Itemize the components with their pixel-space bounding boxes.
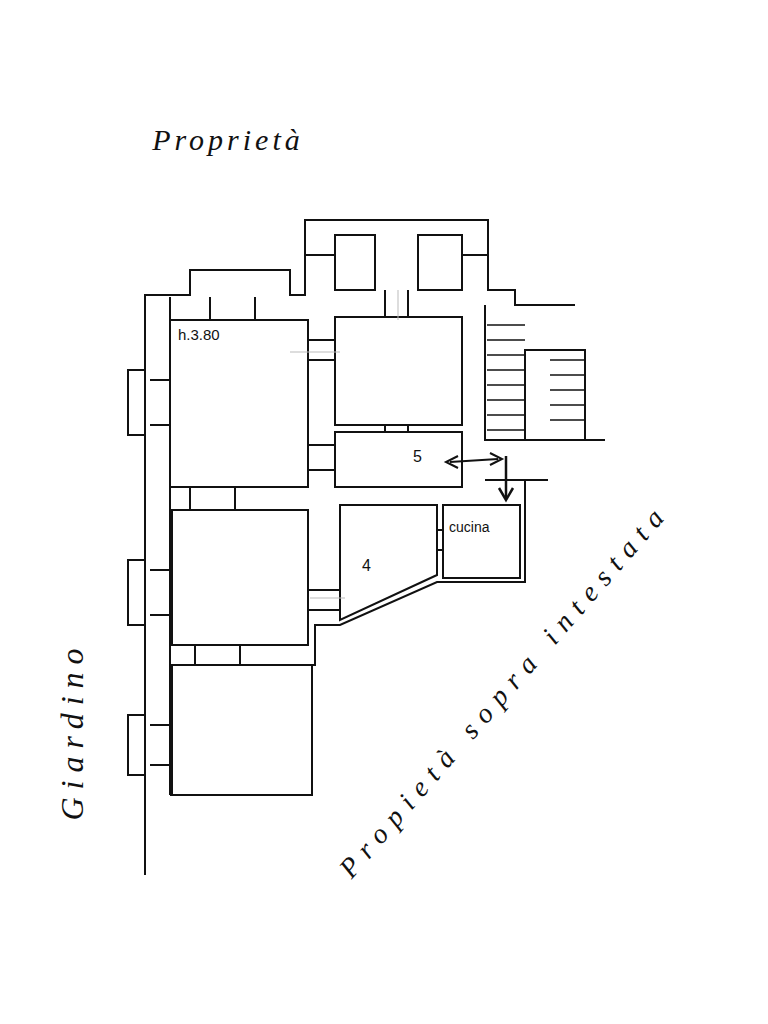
room-label: 4 (362, 557, 371, 575)
neighbour-label: Propietà sopra intestata (333, 496, 677, 885)
garden-label: Giardino (54, 640, 91, 820)
neighbour-label: Proprietà (152, 123, 304, 157)
room-label: cucina (449, 519, 489, 535)
room-label: 5 (413, 448, 422, 466)
room: 4 (340, 505, 437, 575)
kitchen-room: cucina (443, 505, 520, 578)
room: h.3.80 (170, 320, 308, 487)
room: 5 (335, 432, 462, 487)
room-label: h.3.80 (178, 326, 220, 343)
